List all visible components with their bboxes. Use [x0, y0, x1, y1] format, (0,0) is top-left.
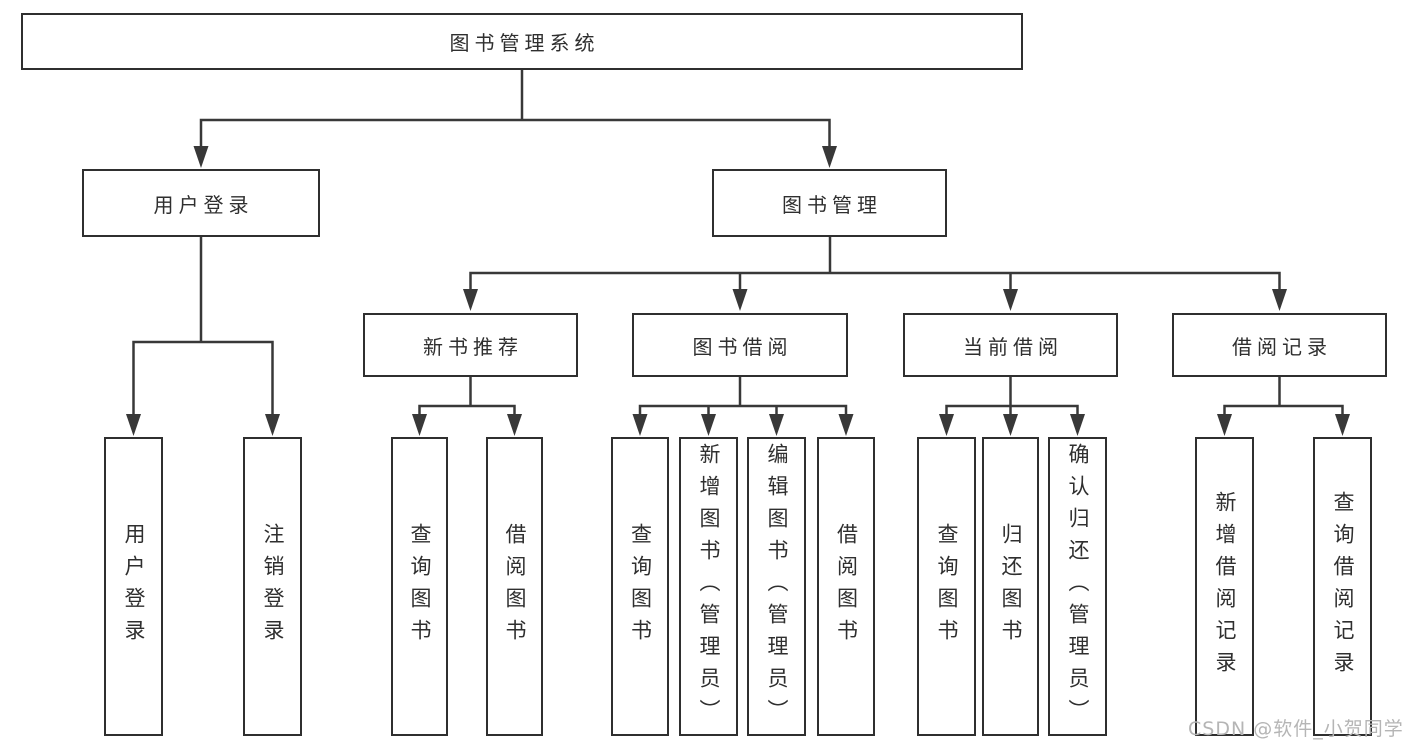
node-user-login: 用户登录: [82, 169, 320, 237]
node-new-book-recommend: 新书推荐: [363, 313, 578, 377]
node-leaf-user-login: 用户登录: [104, 437, 163, 736]
node-leaf-edit-book-admin: 编辑图书（管理员）: [747, 437, 806, 736]
arrowheads: [126, 146, 1350, 436]
csdn-watermark: CSDN @软件_小贺同学: [1188, 718, 1404, 740]
node-leaf-logout: 注销登录: [243, 437, 302, 736]
leaf-label: 注销登录: [261, 522, 285, 651]
leaf-label: 用户登录: [122, 522, 146, 651]
node-leaf-add-book-admin: 新增图书（管理员）: [679, 437, 738, 736]
node-book-management: 图书管理: [712, 169, 947, 237]
node-leaf-query-books-2: 查询图书: [611, 437, 669, 736]
node-book-borrow: 图书借阅: [632, 313, 848, 377]
node-borrow-records: 借阅记录: [1172, 313, 1387, 377]
node-leaf-borrow-books-2: 借阅图书: [817, 437, 875, 736]
leaf-label: 编辑图书（管理员）: [765, 442, 789, 731]
leaf-label: 查询借阅记录: [1331, 490, 1355, 683]
node-leaf-confirm-return-admin: 确认归还（管理员）: [1048, 437, 1107, 736]
node-leaf-query-books-3: 查询图书: [917, 437, 976, 736]
leaf-label: 确认归还（管理员）: [1066, 442, 1090, 731]
leaf-label: 新增图书（管理员）: [697, 442, 721, 731]
leaf-label: 借阅图书: [503, 522, 527, 651]
node-leaf-query-borrow-record: 查询借阅记录: [1313, 437, 1372, 736]
leaf-label: 查询图书: [408, 522, 432, 651]
node-leaf-add-borrow-record: 新增借阅记录: [1195, 437, 1254, 736]
node-leaf-return-book: 归还图书: [982, 437, 1039, 736]
leaf-label: 查询图书: [628, 522, 653, 651]
leaf-label: 归还图书: [999, 522, 1023, 651]
node-library-system: 图书管理系统: [21, 13, 1023, 70]
leaf-label: 借阅图书: [834, 522, 859, 651]
node-leaf-query-books-1: 查询图书: [391, 437, 448, 736]
node-current-borrow: 当前借阅: [903, 313, 1118, 377]
node-leaf-borrow-books-1: 借阅图书: [486, 437, 543, 736]
leaf-label: 查询图书: [935, 522, 959, 651]
leaf-label: 新增借阅记录: [1213, 490, 1237, 683]
